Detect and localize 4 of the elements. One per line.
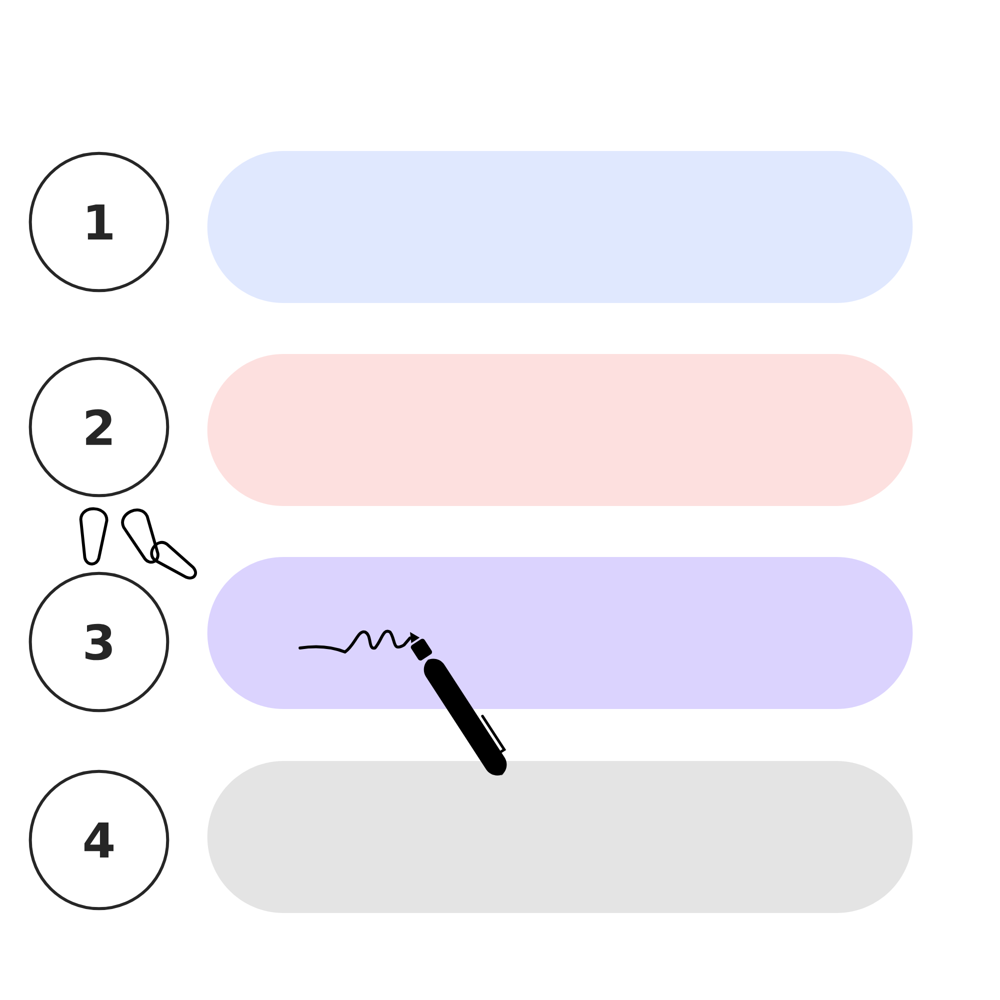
rounded-bar — [207, 557, 913, 709]
rounded-bar — [207, 761, 913, 914]
rounded-bar — [207, 354, 913, 506]
rounded-bar — [207, 151, 913, 303]
